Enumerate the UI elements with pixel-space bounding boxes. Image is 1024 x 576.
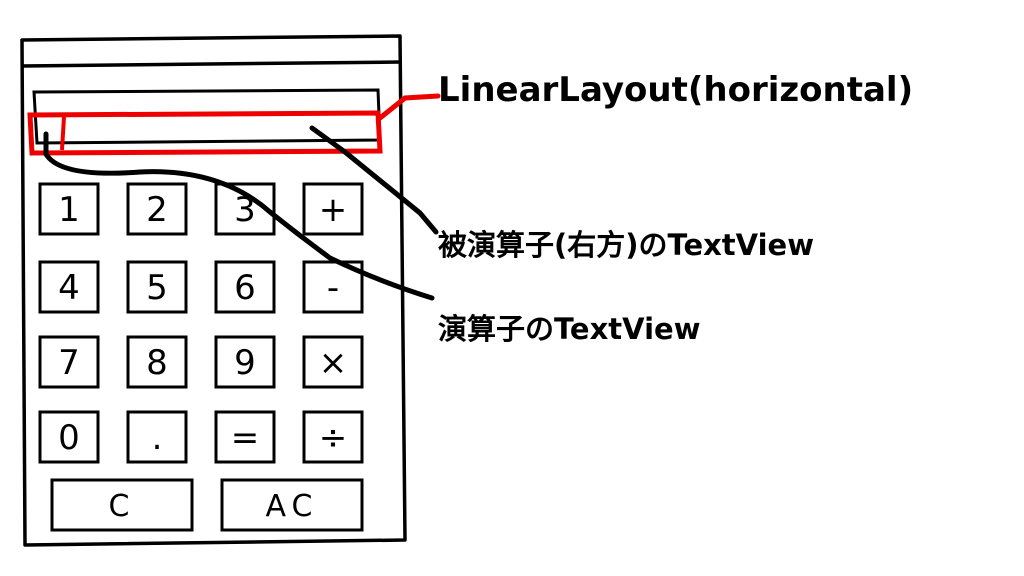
key-0-label: 0	[58, 418, 80, 458]
key-plus-button	[302, 182, 364, 236]
key-all-clear-button	[220, 478, 364, 532]
key-9-button	[214, 335, 276, 389]
key-multiply-button	[302, 335, 364, 389]
key-4-label: 4	[58, 268, 80, 308]
key-multiply-label: ×	[319, 343, 348, 383]
key-2-button	[126, 182, 188, 236]
calculator-body	[20, 34, 407, 547]
key-decimal-point-label: .	[152, 418, 163, 458]
key-clear-button	[50, 478, 194, 532]
key-divide-label: ÷	[319, 418, 348, 458]
top-divider	[21, 60, 402, 68]
key-5-button	[126, 260, 188, 314]
key-9-label: 9	[234, 343, 256, 383]
key-1-button	[38, 182, 100, 236]
key-decimal-point-button	[126, 410, 188, 464]
operator-textview-divider	[60, 116, 66, 151]
key-5-label: 5	[146, 268, 168, 308]
key-minus-label: -	[327, 268, 339, 308]
key-4-button	[38, 260, 100, 314]
linear-layout-leader	[377, 93, 441, 121]
operator-leader	[43, 131, 435, 301]
key-3-button	[214, 182, 276, 236]
key-6-button	[214, 260, 276, 314]
operand-leader	[309, 125, 439, 235]
key-8-label: 8	[146, 343, 168, 383]
operand-textview-label: 被演算子(右方)のTextView	[438, 228, 815, 262]
key-clear-label: C	[109, 489, 136, 524]
key-8-button	[126, 335, 188, 389]
key-equals-label: =	[231, 418, 260, 458]
key-2-label: 2	[146, 190, 168, 230]
key-7-button	[38, 335, 100, 389]
key-1-label: 1	[58, 190, 80, 230]
key-6-label: 6	[234, 268, 256, 308]
key-equals-button	[214, 410, 276, 464]
key-all-clear-label: AC	[266, 489, 319, 524]
key-7-label: 7	[58, 343, 80, 383]
key-0-button	[38, 410, 100, 464]
linear-layout-highlight	[27, 110, 383, 156]
linear-layout-label: LinearLayout(horizontal)	[438, 70, 914, 110]
operator-textview-label: 演算子のTextView	[438, 312, 701, 346]
key-plus-label: +	[319, 190, 348, 230]
key-divide-button	[302, 410, 364, 464]
